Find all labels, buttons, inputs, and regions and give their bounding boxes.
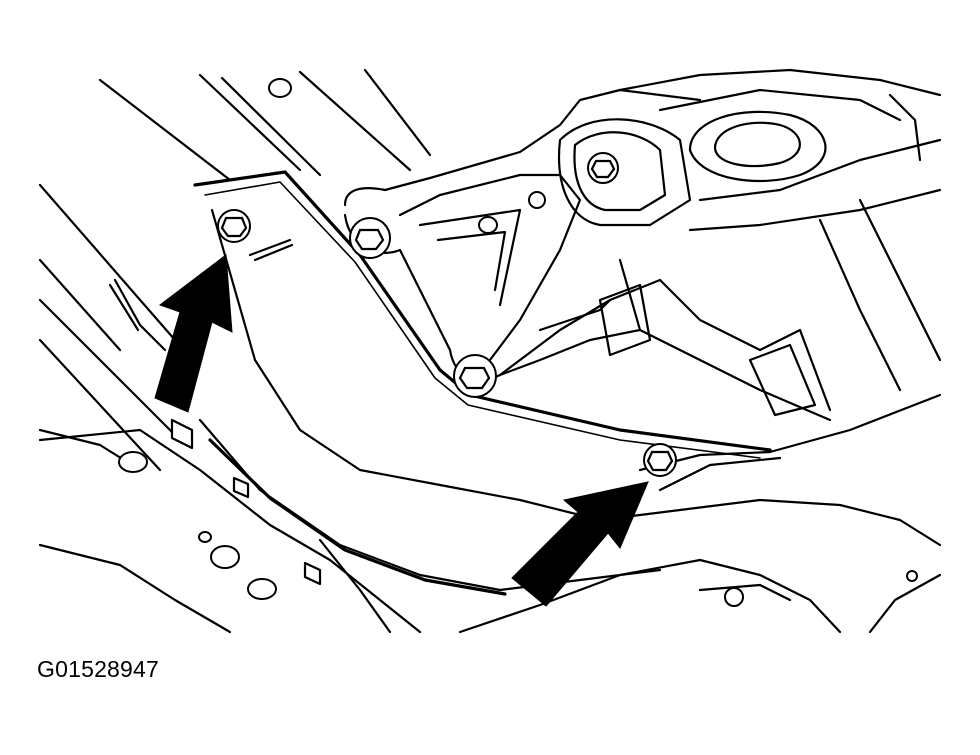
- bolt-left: [217, 209, 251, 243]
- frame-rails: [38, 68, 432, 634]
- bolt-mount-lower: [453, 354, 497, 398]
- bolt-mount-top: [587, 152, 619, 184]
- figure-id-label: G01528947: [37, 656, 160, 682]
- bolt-right: [643, 443, 677, 477]
- crossmember: [38, 170, 942, 634]
- arrow-left-bolt: [154, 254, 233, 413]
- arrow-right-bolt: [511, 481, 649, 607]
- crossmember-illustration: [38, 68, 942, 634]
- bolt-mount-upper: [349, 217, 391, 259]
- mount-bracket: [343, 68, 942, 422]
- frame-holes: [118, 78, 918, 607]
